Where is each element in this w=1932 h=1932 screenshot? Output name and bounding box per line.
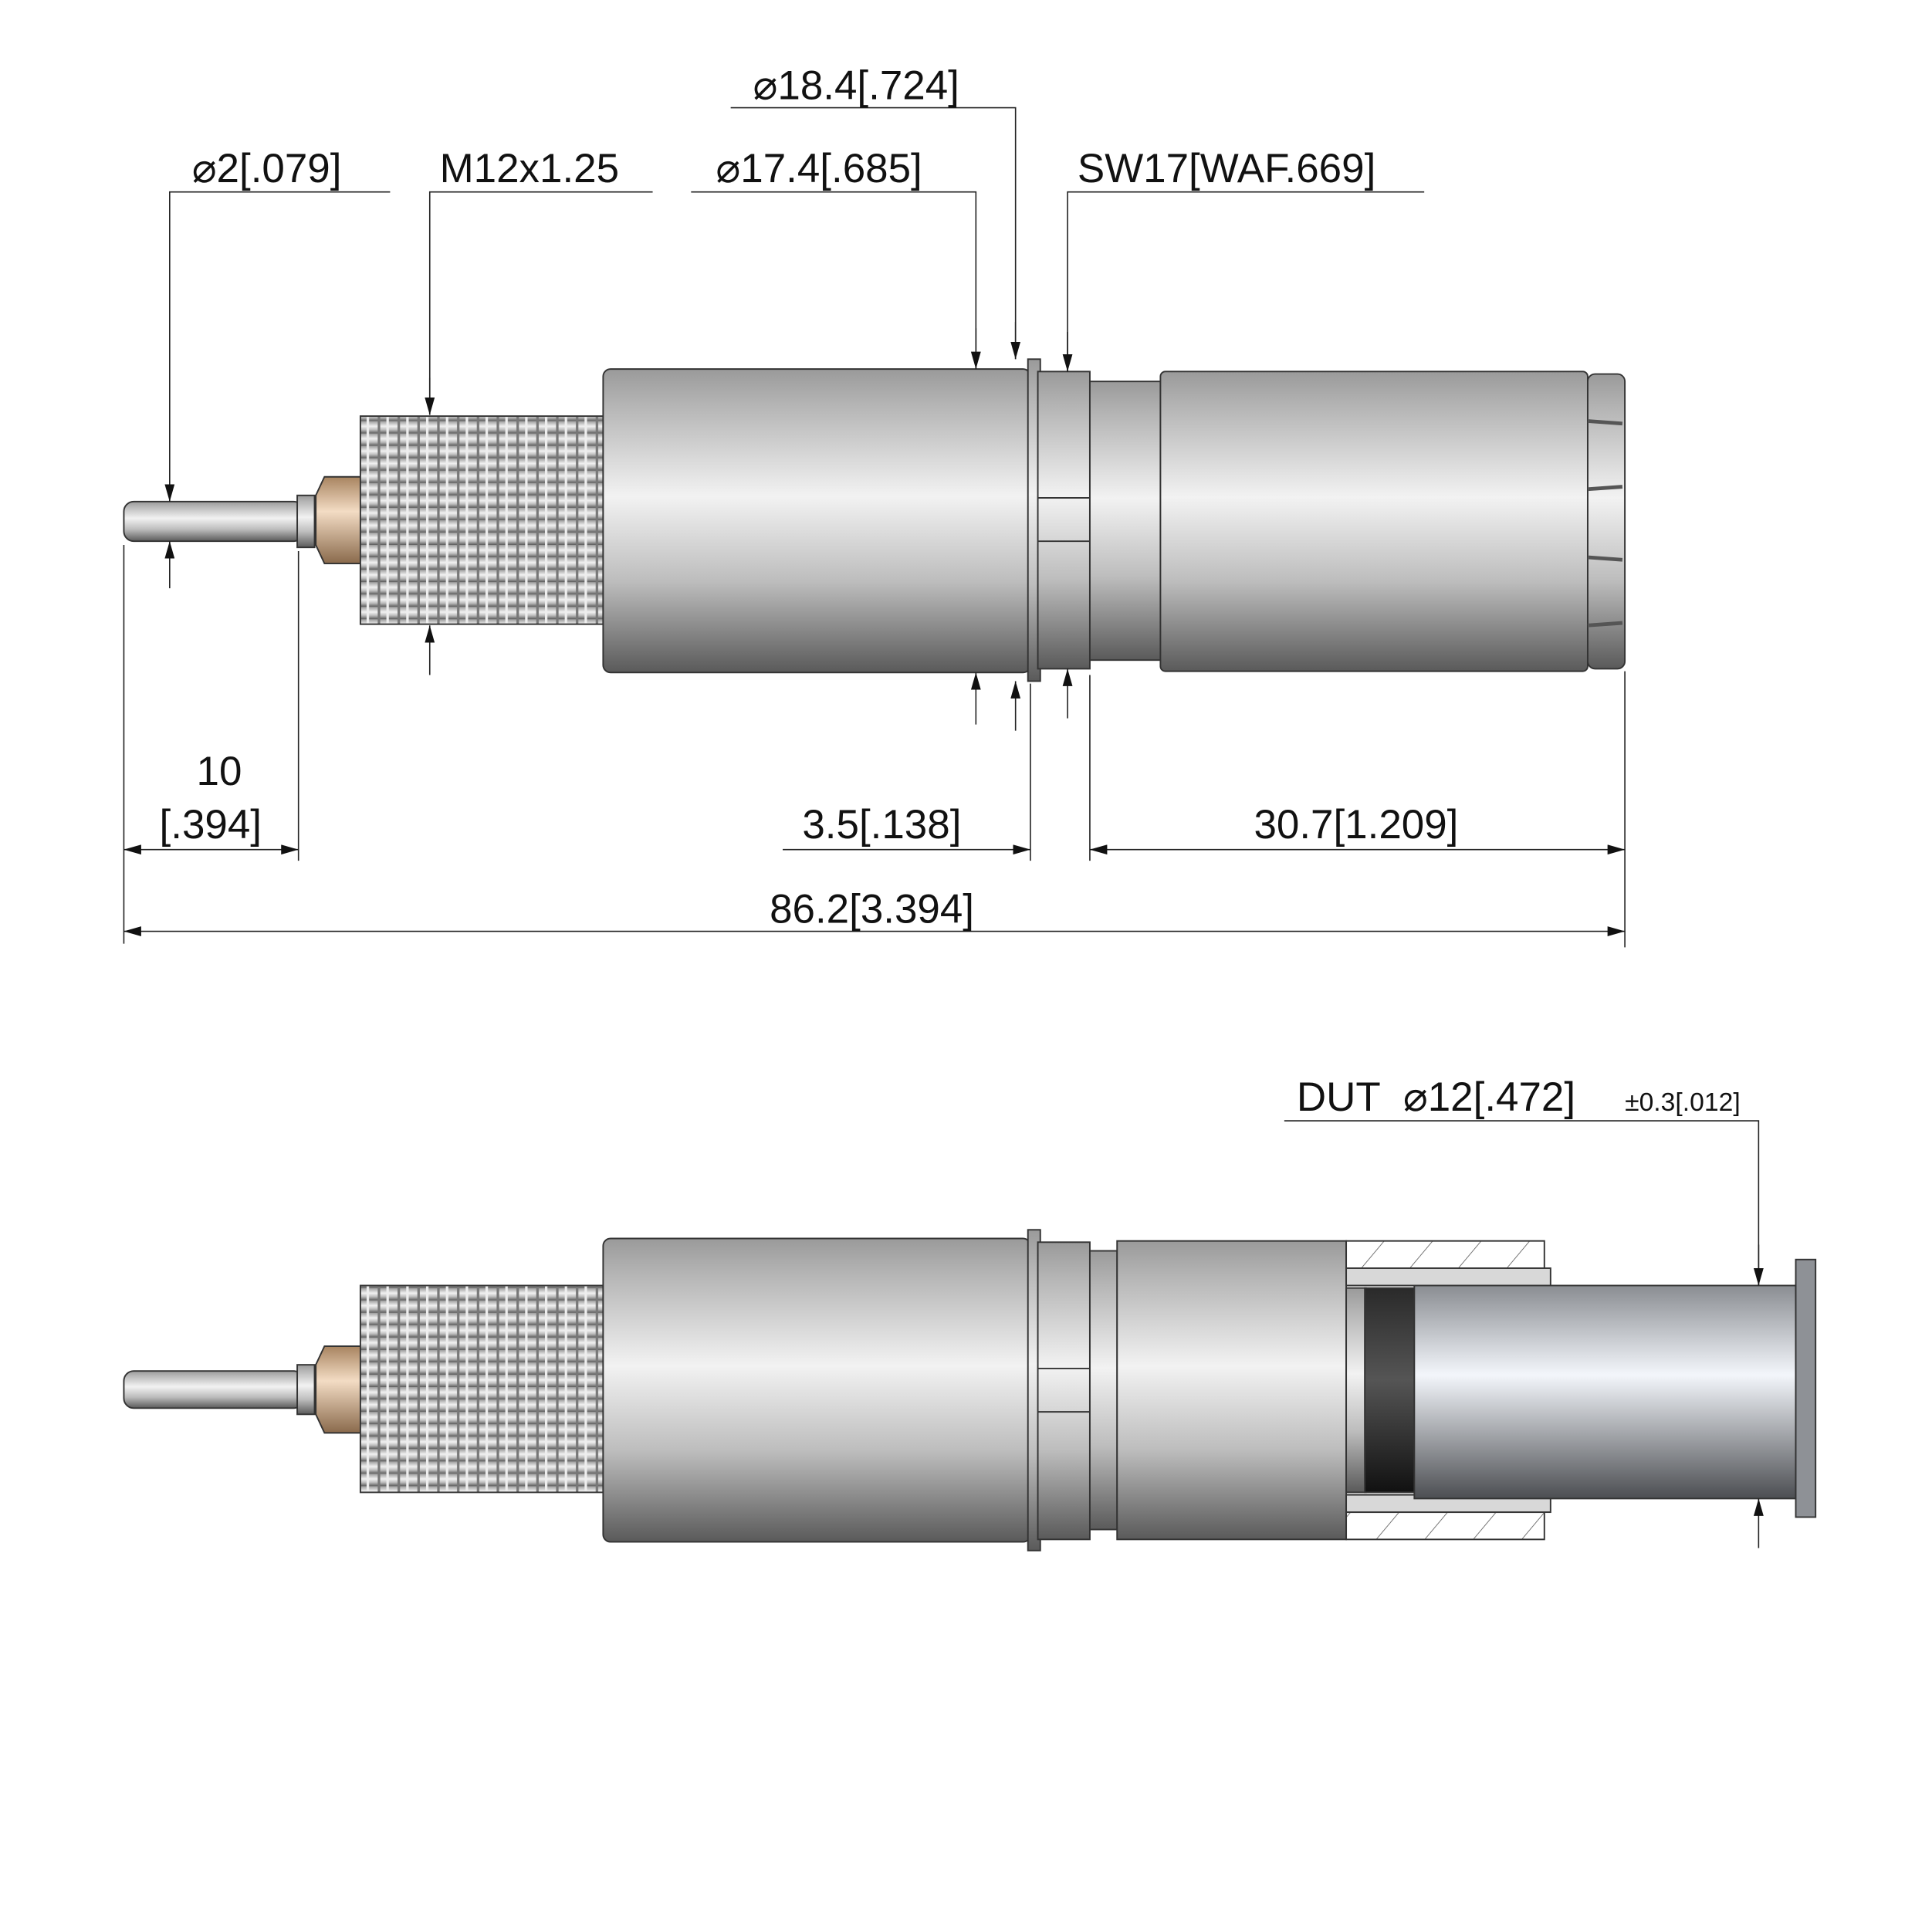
collet-spring-top [1345, 1267, 1551, 1287]
pin [123, 500, 305, 543]
thread [359, 1284, 604, 1494]
seal-ring [1364, 1287, 1418, 1494]
neck [1088, 381, 1162, 661]
top-dimensions: ⌀2[.079] M12x1.25 ⌀17.4[.685] ⌀18.4[.724… [123, 63, 1626, 948]
pin [123, 1370, 305, 1409]
brass-nut [315, 475, 363, 565]
main-body [602, 1237, 1031, 1543]
dut-diameter-label: ⌀12[.472] [1403, 1074, 1575, 1120]
bottom-dimensions: DUT ⌀12[.472] ±0.3[.012] [1284, 1074, 1764, 1548]
flange-diameter-label: ⌀18.4[.724] [753, 63, 959, 108]
body-diameter-label: ⌀17.4[.685] [716, 146, 922, 191]
sleeve-section-bottom [1345, 1511, 1545, 1541]
main-body [602, 368, 1031, 674]
thread [359, 415, 604, 625]
thread-label: M12x1.25 [440, 146, 619, 191]
wrench-size-label: SW17[WAF.669] [1078, 146, 1375, 191]
sleeve [1159, 370, 1589, 672]
neck [1088, 1250, 1118, 1531]
flange-offset-label: 3.5[.138] [802, 802, 961, 848]
pin-diameter-label: ⌀2[.079] [192, 146, 342, 191]
dut-flange [1795, 1258, 1817, 1518]
pin-length-mm-label: 10 [197, 749, 242, 794]
brass-nut [315, 1345, 363, 1434]
pin-collar [296, 1364, 316, 1416]
sleeve [1116, 1240, 1348, 1541]
pin-length-in-label: [.394] [160, 802, 262, 848]
bottom-view [123, 1229, 1817, 1551]
collet [1586, 373, 1626, 670]
overall-length-label: 86.2[3.394] [770, 886, 974, 932]
pin-collar [296, 494, 316, 549]
hex-nut [1037, 1241, 1091, 1541]
sleeve-section-top [1345, 1240, 1545, 1269]
dut-label: DUT [1297, 1074, 1381, 1120]
inner-bushing [1345, 1287, 1367, 1494]
sleeve-length-label: 30.7[1.209] [1254, 802, 1458, 848]
hex-nut [1037, 370, 1091, 670]
dut-tube [1413, 1284, 1797, 1500]
dut-tolerance-label: ±0.3[.012] [1625, 1088, 1741, 1117]
top-view [123, 358, 1626, 682]
